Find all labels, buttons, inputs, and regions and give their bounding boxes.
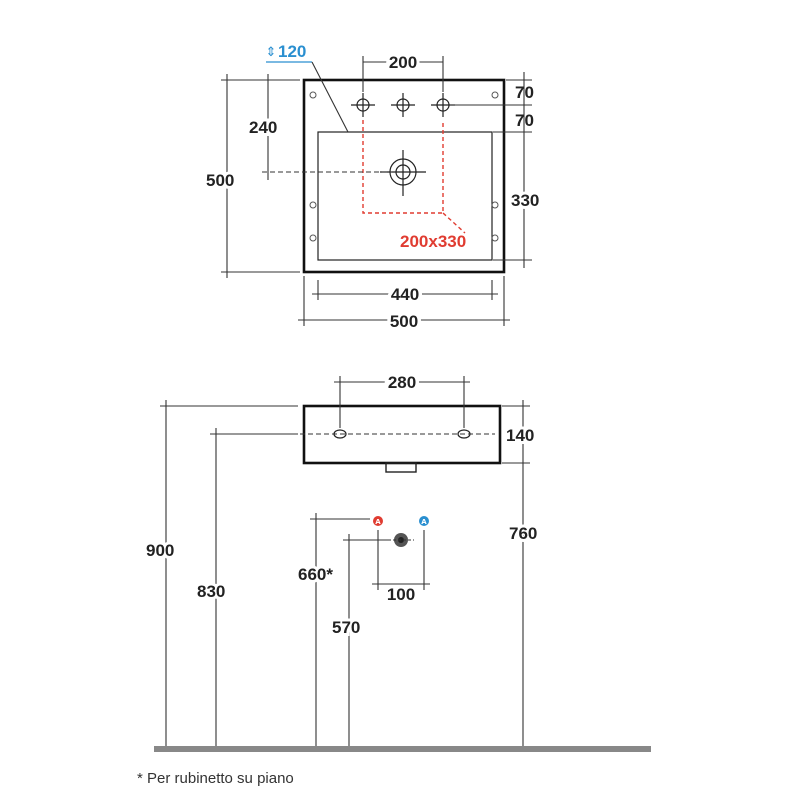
drain-from-back-label: 240 — [249, 118, 277, 137]
floor-line — [154, 746, 651, 752]
base-height-label: 760 — [509, 524, 537, 543]
offset-top-label: 70 — [515, 83, 534, 102]
svg-text:A: A — [375, 518, 381, 526]
front-view: 280 140 760 900 830 A A 660* — [143, 370, 651, 752]
overall-depth-label: 500 — [206, 171, 234, 190]
overall-width-label: 500 — [390, 312, 418, 331]
tap-spacing-label: 200 — [389, 53, 417, 72]
tap-hole-icon — [391, 93, 415, 117]
basin-outline-top — [302, 78, 506, 274]
updown-arrow-icon: ⇕ — [266, 45, 277, 60]
cold-water-icon: A — [419, 516, 429, 526]
tap-height-label: 660* — [298, 565, 333, 584]
svg-text:A: A — [421, 518, 427, 526]
hot-water-icon: A — [373, 516, 383, 526]
bowl-outline-top — [317, 131, 493, 261]
cutout-outline — [362, 120, 444, 214]
inner-width-label: 440 — [391, 285, 419, 304]
drain-outlet-icon — [388, 533, 414, 547]
overall-height-label: 900 — [146, 541, 174, 560]
supply-spacing-label: 100 — [387, 585, 415, 604]
depth-badge: ⇕ 120 — [266, 42, 349, 133]
basin-height-label: 140 — [506, 426, 534, 445]
drain-height-label: 570 — [332, 618, 360, 637]
cutout-label: 200x330 — [400, 232, 466, 251]
hole-spacing-label: 280 — [388, 373, 416, 392]
rim-height-label: 830 — [197, 582, 225, 601]
tap-hole-icon — [351, 93, 375, 117]
drain-outlet-front — [385, 462, 417, 473]
mounting-holes — [309, 91, 499, 242]
footnote: * Per rubinetto su piano — [137, 770, 294, 787]
depth-badge-label: 120 — [278, 42, 306, 61]
offset-second-label: 70 — [515, 111, 534, 130]
drain-icon — [380, 150, 426, 196]
inner-depth-label: 330 — [511, 191, 539, 210]
top-view: 200 ⇕ 120 70 70 330 200x330 240 500 — [203, 42, 542, 335]
